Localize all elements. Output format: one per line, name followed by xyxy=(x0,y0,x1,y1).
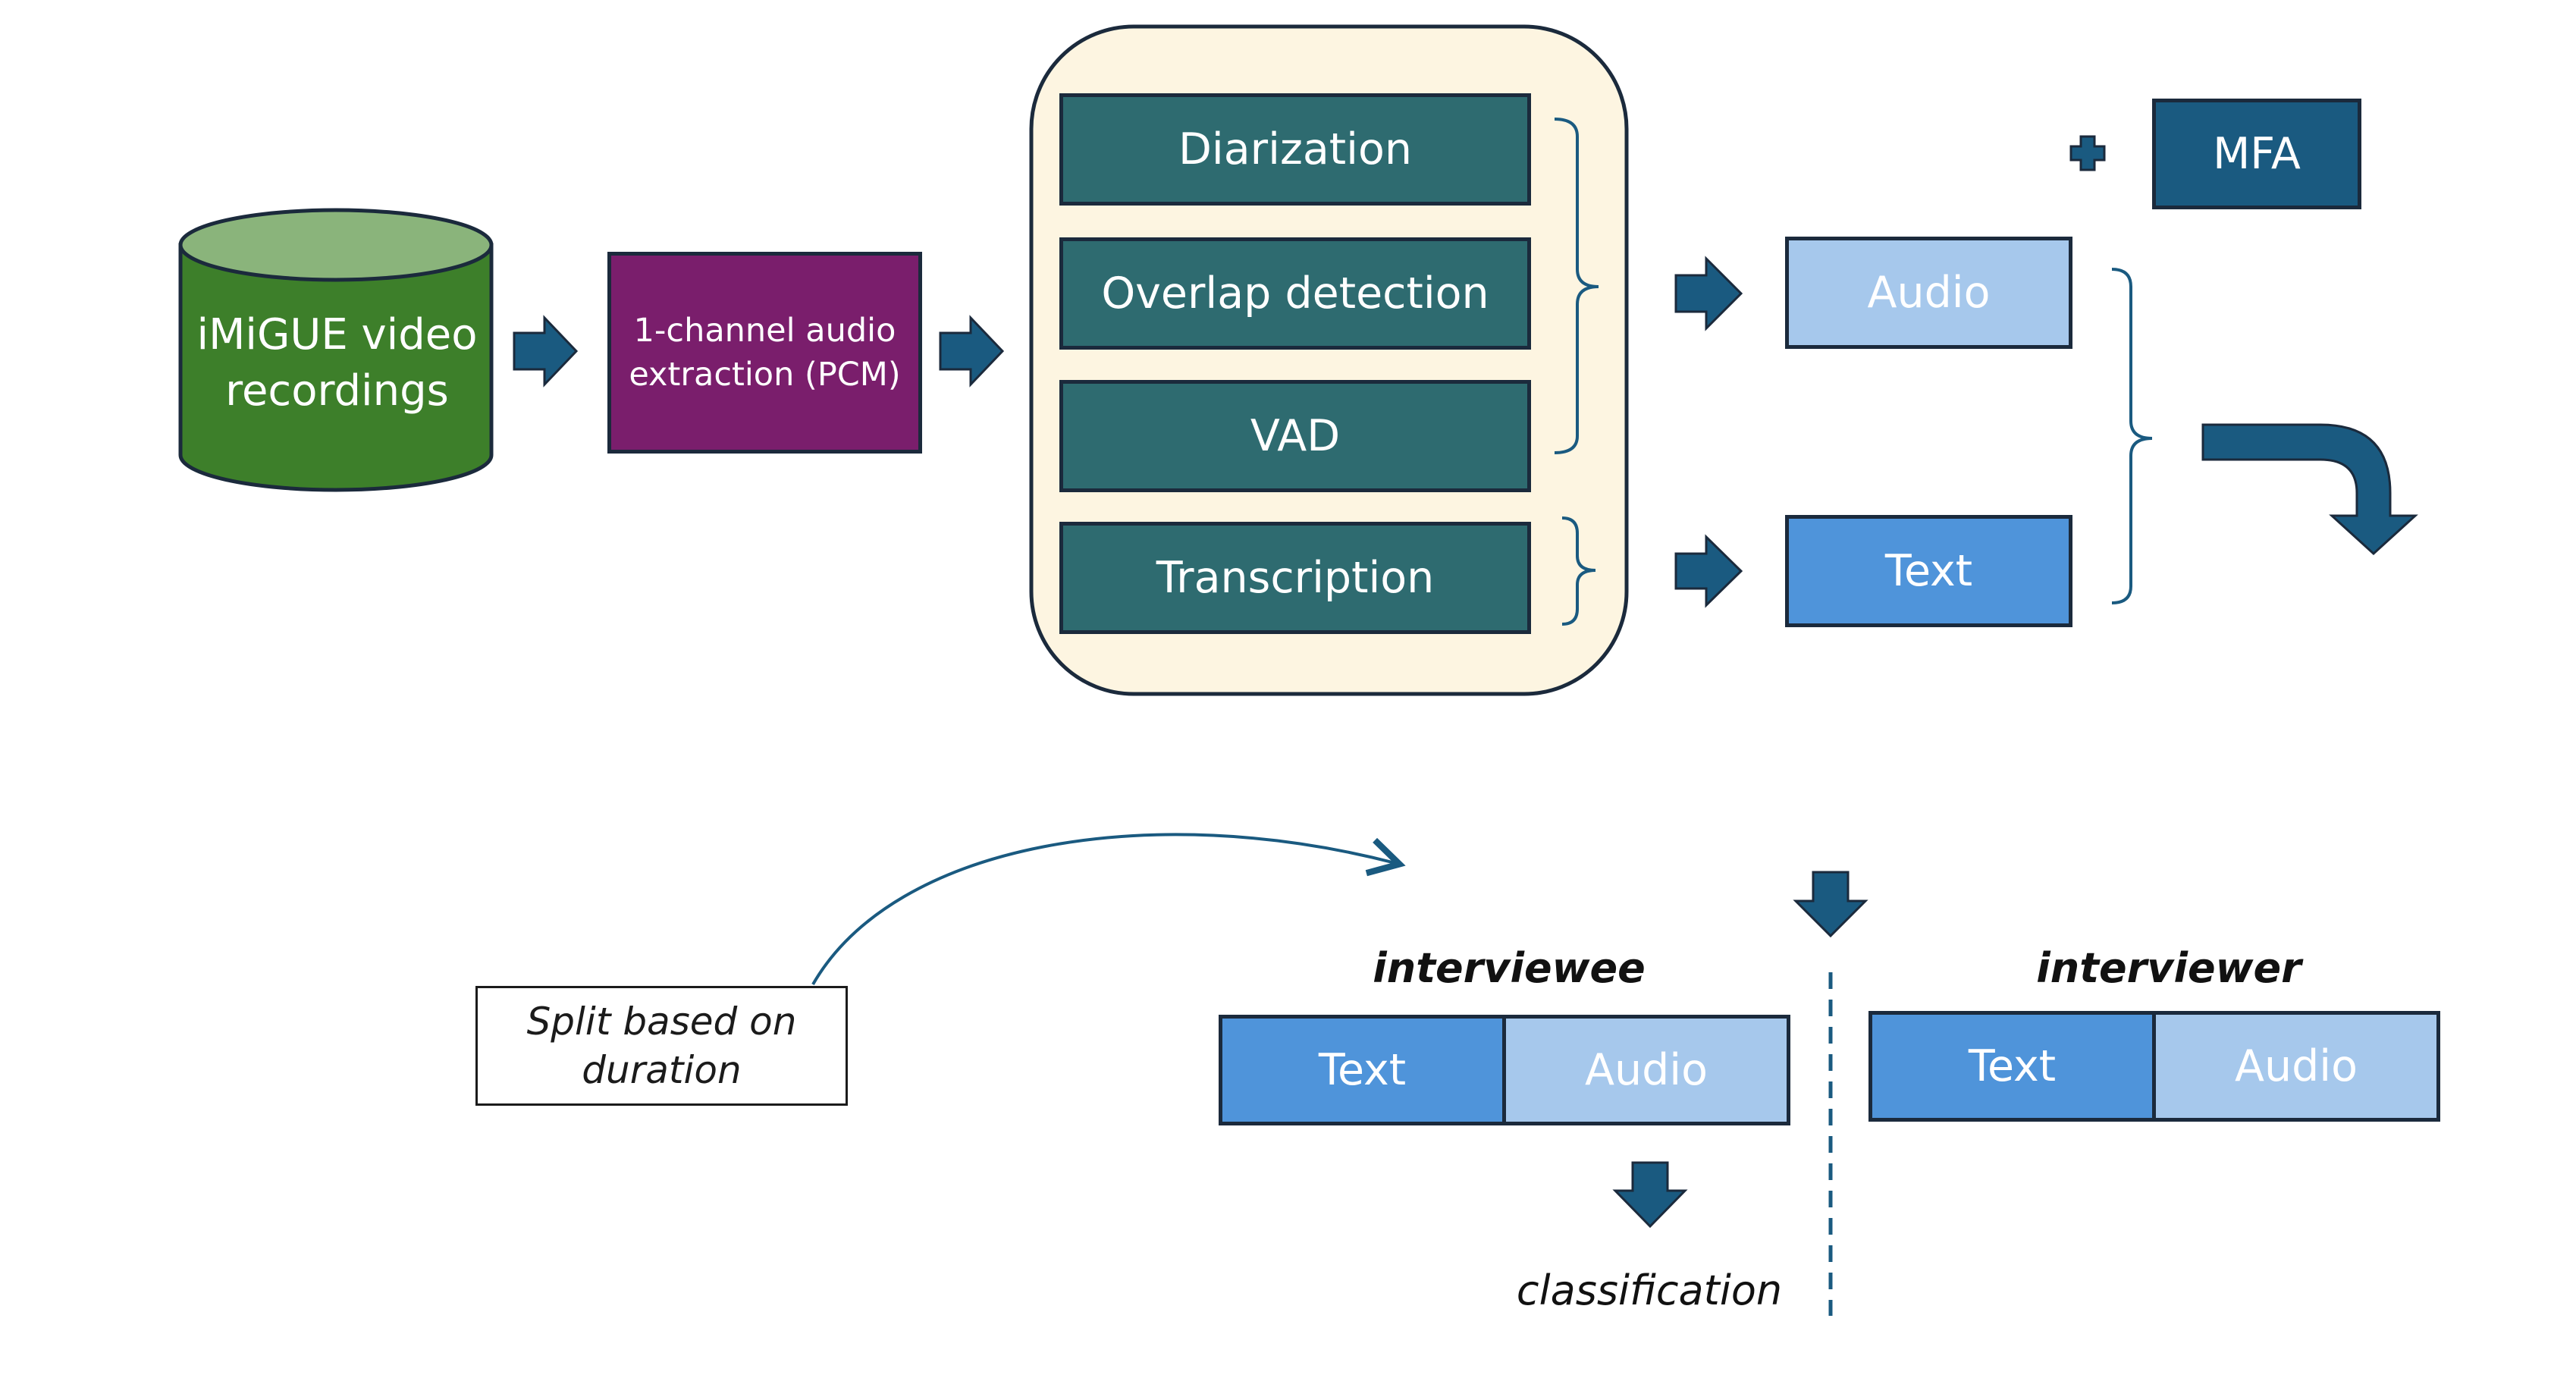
database-cylinder xyxy=(178,208,494,492)
plus-icon xyxy=(2069,135,2106,171)
mfa-box: MFA xyxy=(2152,99,2361,209)
brace-outputs xyxy=(2111,268,2153,604)
arrow-right-2 xyxy=(939,315,1005,388)
mfa-label: MFA xyxy=(2213,129,2301,179)
audio-extraction-label: 1-channel audio extraction (PCM) xyxy=(629,312,901,394)
bent-arrow xyxy=(2201,423,2418,556)
interviewee-audio-label: Audio xyxy=(1584,1045,1708,1095)
step-diarization-label: Diarization xyxy=(1178,124,1412,174)
output-text-box: Text xyxy=(1785,515,2072,627)
interviewee-audio-box: Audio xyxy=(1502,1015,1790,1125)
audio-extraction-box: 1-channel audio extraction (PCM) xyxy=(607,252,922,454)
interviewee-heading: interviewee xyxy=(1373,944,1646,992)
arrow-down-2 xyxy=(1612,1161,1688,1229)
split-note-box: Split based on duration xyxy=(475,986,848,1106)
interviewee-text-box: Text xyxy=(1219,1015,1506,1125)
split-note-label: Split based on duration xyxy=(526,1000,797,1092)
brace-transcription xyxy=(1561,516,1596,626)
interviewer-audio-box: Audio xyxy=(2152,1011,2440,1122)
brace-audio-steps xyxy=(1554,118,1599,454)
arrow-right-3 xyxy=(1674,256,1743,331)
arrow-right-1 xyxy=(513,315,579,388)
classification-label: classification xyxy=(1516,1267,1783,1314)
output-audio-box: Audio xyxy=(1785,237,2072,349)
interviewer-text-label: Text xyxy=(1968,1041,2057,1091)
source-label: iMiGUE video recordings xyxy=(196,310,478,416)
arrow-down-1 xyxy=(1793,871,1868,938)
interviewer-audio-label: Audio xyxy=(2234,1041,2358,1091)
step-overlap-detection-label: Overlap detection xyxy=(1101,268,1489,319)
arrow-right-4 xyxy=(1674,534,1743,608)
interviewee-text-label: Text xyxy=(1318,1045,1407,1095)
curved-connector-arrow xyxy=(811,833,1406,985)
step-transcription: Transcription xyxy=(1059,522,1531,634)
interviewer-text-box: Text xyxy=(1868,1011,2156,1122)
step-vad-label: VAD xyxy=(1250,411,1341,461)
output-audio-label: Audio xyxy=(1867,268,1991,318)
step-diarization: Diarization xyxy=(1059,93,1531,206)
step-transcription-label: Transcription xyxy=(1156,553,1435,603)
output-text-label: Text xyxy=(1884,546,1973,596)
interviewer-heading: interviewer xyxy=(2036,944,2301,992)
step-vad: VAD xyxy=(1059,380,1531,492)
step-overlap-detection: Overlap detection xyxy=(1059,237,1531,350)
